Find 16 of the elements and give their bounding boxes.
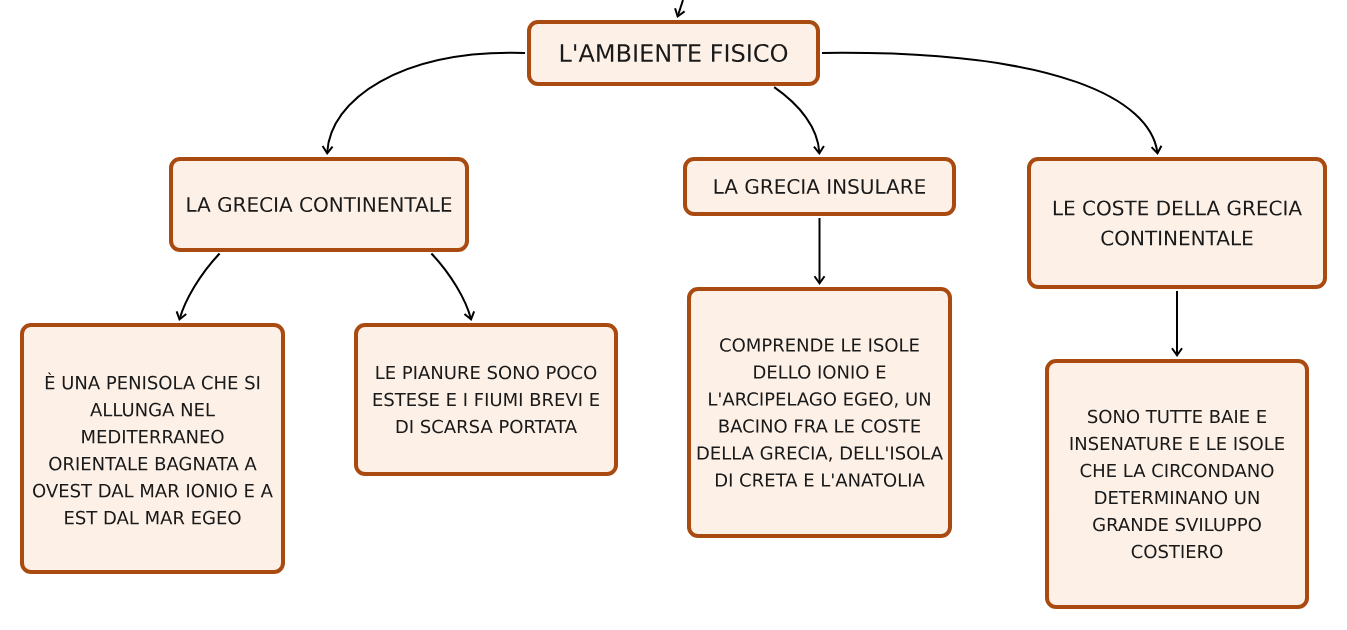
arrow <box>674 0 686 19</box>
arrow <box>821 52 1163 156</box>
description-box: SONO TUTTE BAIE E INSENATURE E LE ISOLE CHE LA CIRCONDANO DETERMINANO UN GRANDE SVILUPPO COSTIERO <box>1045 359 1309 609</box>
arrow <box>430 252 476 322</box>
main-topic-box: L'AMBIENTE FISICO <box>527 20 820 86</box>
arrow <box>321 51 526 155</box>
topic-box: LE COSTE DELLA GRECIA CONTINENTALE <box>1027 157 1327 289</box>
description-box: LE PIANURE SONO POCO ESTESE E I FIUMI BREVI E DI SCARSA PORTATA <box>354 323 618 476</box>
topic-box: LA GRECIA INSULARE <box>683 157 956 216</box>
description-box: COMPRENDE LE ISOLE DELLO IONIO E L'ARCIPELAGO EGEO, UN BACINO FRA LE COSTE DELLA GRECIA, DELL'ISOLA DI CRETA E L'ANATOLIA <box>687 287 952 538</box>
description-box: È UNA PENISOLA CHE SI ALLUNGA NEL MEDITERRANEO ORIENTALE BAGNATA A OVEST DAL MAR IONIO E A EST DAL MAR EGEO <box>20 323 285 574</box>
arrow <box>773 86 825 155</box>
arrow <box>813 217 826 285</box>
topic-box: LA GRECIA CONTINENTALE <box>169 157 469 252</box>
arrow <box>175 252 221 322</box>
arrow <box>1171 290 1183 357</box>
